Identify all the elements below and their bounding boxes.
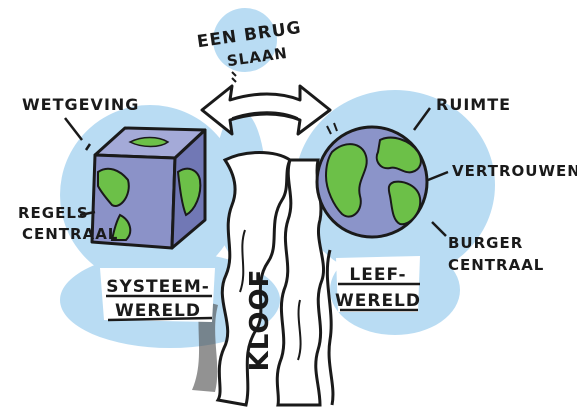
label-leef: LEEF- [349,265,406,285]
label-regels: REGELS [18,204,89,222]
bridge-arrow-icon [202,72,330,134]
label-ruimte: RUIMTE [436,95,511,114]
label-burger: BURGER [448,234,523,252]
label-centraal-left: CENTRAAL [22,225,118,243]
label-centraal-right: CENTRAAL [448,256,544,274]
label-kloof: KLOOF [245,269,275,372]
label-wereld-left: WERELD [115,301,201,321]
label-vertrouwen: VERTROUWEN [452,162,577,180]
label-wetgeving: WETGEVING [22,95,139,114]
label-systeem: SYSTEEM- [106,277,210,297]
label-wereld-right: WERELD [335,291,421,311]
